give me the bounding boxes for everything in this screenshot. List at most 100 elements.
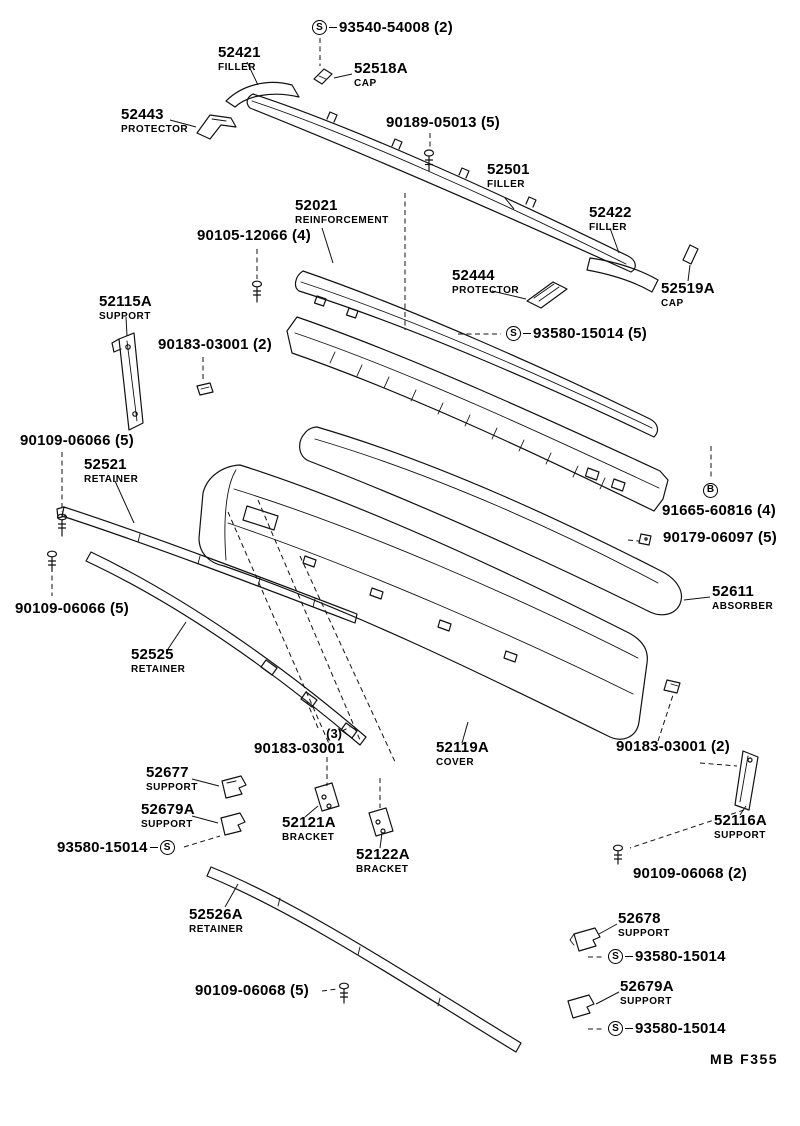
part-number: 52678 [618,910,661,927]
part-support-52116a [734,750,759,811]
part-desc: ABSORBER [712,600,774,612]
part-bolt-90109-06066-a [56,513,68,537]
part-number: 90105-12066 (4) [197,227,311,244]
dashed-leader-lines [51,38,745,1030]
label-93580-15014-bottom: S 93580-15014 [608,1021,726,1037]
label-91665-60816: 91665-60816 (4) [662,503,776,519]
part-number: 52122A [356,846,410,863]
part-cover-52119a [198,464,648,740]
part-number: 52501 [487,161,530,178]
bolt-symbol-b: B [703,479,718,498]
part-number: 52519A [661,280,715,297]
part-number: 90109-06068 (5) [195,982,309,999]
label-52677: 52677 SUPPORT [146,765,198,794]
label-90183-03001-right: 90183-03001 (2) [616,739,730,755]
part-absorber-52611 [299,426,682,616]
bolt-symbol-icon: B [703,482,718,498]
label-90109-06066-a: 90109-06066 (5) [20,433,134,449]
part-number: 52521 [84,456,127,473]
part-retainer-52521 [56,506,358,624]
screw-symbol-icon: S [159,840,175,856]
part-desc: SUPPORT [618,927,670,939]
part-desc: FILLER [589,221,627,233]
part-desc: FILLER [218,61,256,73]
part-number: 90183-03001 [254,740,345,758]
part-number: 52116A [714,812,767,829]
part-cap-52518a [313,68,333,85]
label-52444: 52444 PROTECTOR [452,268,519,297]
part-number: 52677 [146,764,189,781]
part-bolt-90109-06068-2 [612,844,624,865]
label-90109-06068-2: 90109-06068 (2) [633,866,747,882]
part-retainer-52526a [206,866,522,1053]
part-number: 93540-54008 (2) [339,19,453,36]
symbol-connector [625,1028,633,1030]
part-number: 52021 [295,197,338,214]
part-number: 90179-06097 (5) [663,529,777,546]
symbol-connector [149,847,158,849]
label-52519a: 52519A CAP [661,281,715,310]
part-number: 90189-05013 (5) [386,114,500,131]
label-90109-06066-b: 90109-06066 (5) [15,601,129,617]
part-number: 52518A [354,60,408,77]
label-52518a: 52518A CAP [354,61,408,90]
label-52678: 52678 SUPPORT [618,911,670,940]
part-desc: RETAINER [84,473,139,485]
symbol-connector [625,956,633,958]
symbol-connector [523,333,531,335]
part-support-52677 [221,775,247,799]
part-number: 52526A [189,906,243,923]
quantity-note: (3) [326,726,342,741]
label-52116a: 52116A SUPPORT [714,813,767,842]
part-number: 90109-06068 (2) [633,865,747,882]
label-52121a: 52121A BRACKET [282,815,336,844]
part-number: 52611 [712,583,754,600]
part-desc: PROTECTOR [121,123,189,135]
label-93580-15014-mid: S 93580-15014 [608,949,726,965]
part-desc: SUPPORT [714,829,766,841]
label-93540-54008: S 93540-54008 (2) [312,20,453,36]
label-52526a: 52526A RETAINER [189,907,243,936]
part-support-52679a-bottom [567,994,595,1019]
part-bracket-52121a [314,782,340,812]
part-desc: BRACKET [282,831,335,843]
part-number: 90183-03001 (2) [616,738,730,755]
part-desc: REINFORCEMENT [295,214,389,226]
part-number: 52679A [620,978,674,995]
part-number: 93580-15014 (5) [533,325,647,342]
part-desc: SUPPORT [99,310,151,322]
part-filler-52501 [246,93,636,273]
part-bracket-52122a [368,807,394,837]
label-52521: 52521 RETAINER [84,457,138,486]
part-number: 52421 [218,44,261,61]
part-reinforcement-52021 [286,270,669,512]
label-52679a-bottom: 52679A SUPPORT [620,979,674,1008]
label-52679a-left: 52679A SUPPORT [141,802,195,831]
part-number: 52115A [99,293,152,310]
screw-symbol-icon: S [506,326,521,342]
label-93580-15014-left: 93580-15014 S [57,840,175,856]
label-93580-15014-5: S 93580-15014 (5) [506,326,647,342]
part-filler-52422 [586,257,659,293]
part-desc: FILLER [487,178,525,190]
part-desc: COVER [436,756,475,768]
label-52119a: 52119A COVER [436,740,489,769]
part-number: 52119A [436,739,489,756]
part-desc: SUPPORT [620,995,672,1007]
part-desc: BRACKET [356,863,409,875]
part-bolt-90109-06066-b [46,550,58,572]
part-desc: CAP [354,77,377,89]
screw-symbol-icon: S [608,1021,623,1037]
part-number: 52121A [282,814,336,831]
screw-symbol-icon: S [312,20,327,36]
part-number: 52444 [452,267,495,284]
part-number: 91665-60816 (4) [662,502,776,519]
part-screw-90189 [423,149,435,172]
part-clip-90183-right [663,679,681,694]
part-support-52115a [111,332,144,431]
part-protector-52443 [196,114,237,140]
part-clip-90183-upper [196,382,214,396]
part-support-52679a-left [220,812,246,836]
